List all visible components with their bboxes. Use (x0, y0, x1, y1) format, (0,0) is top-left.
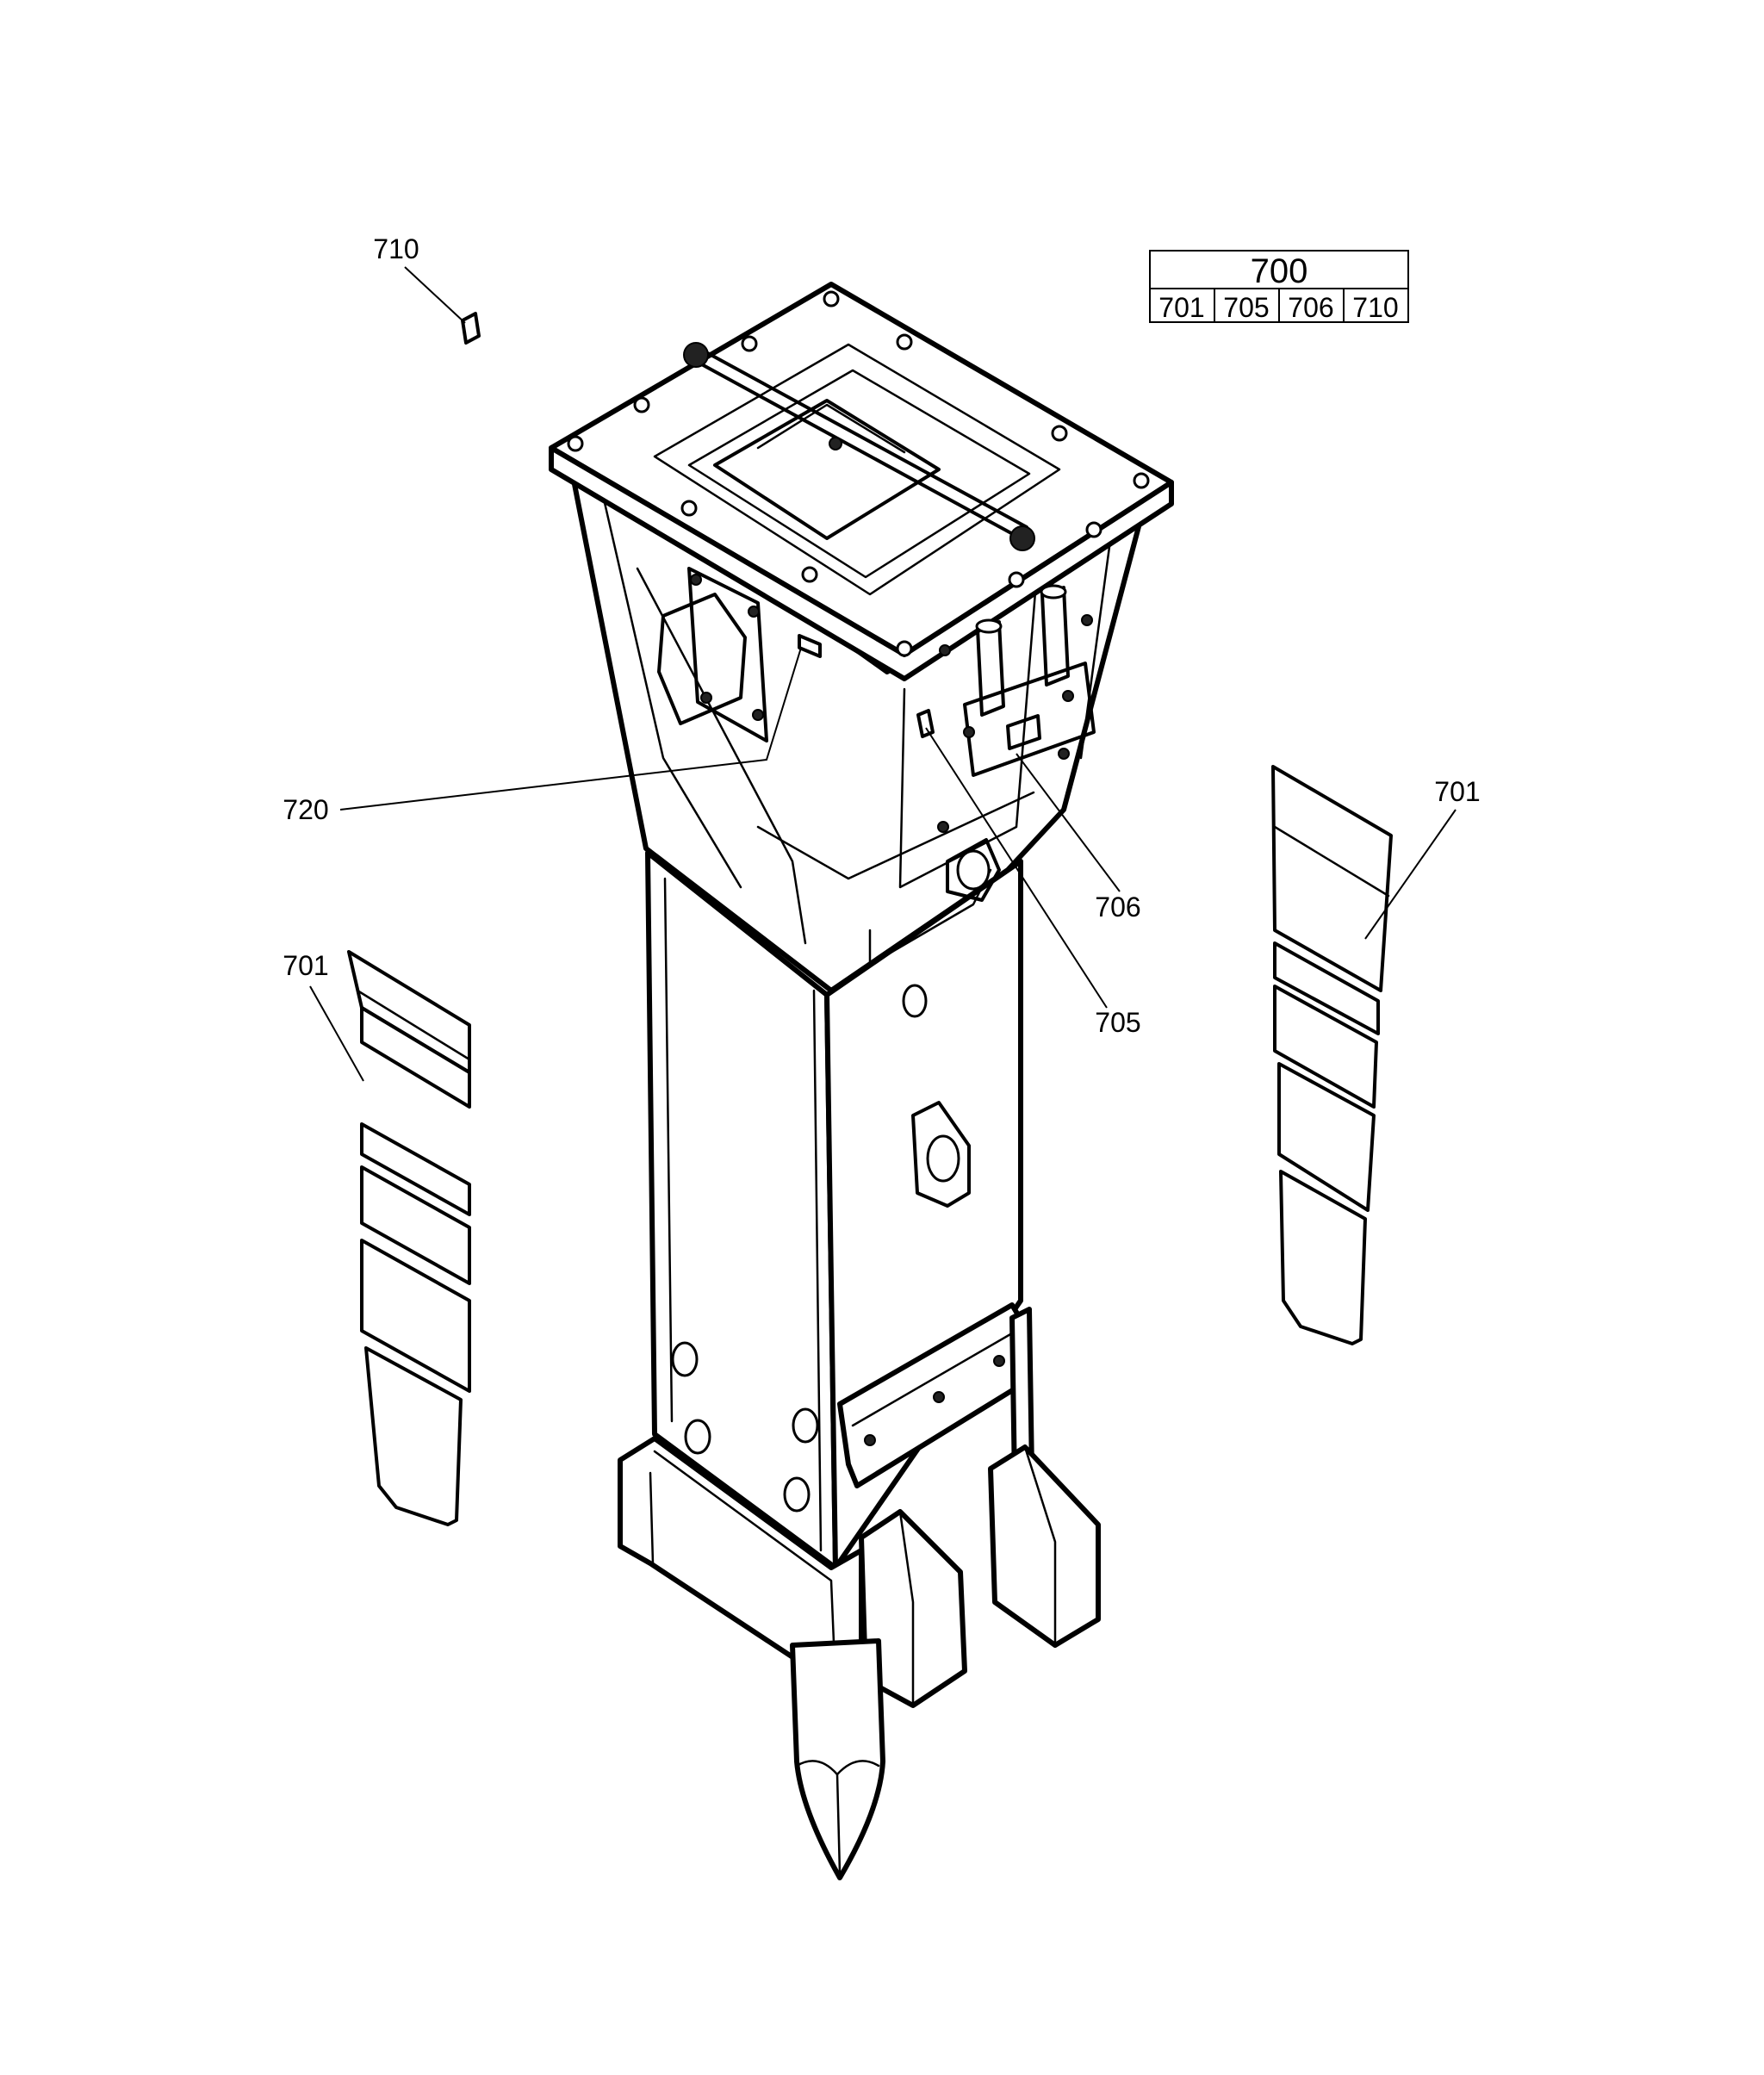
decal-set-701-left (347, 950, 471, 1526)
callout-705: 705 (1095, 1007, 1140, 1038)
kit-part-cell: 710 (1352, 292, 1398, 323)
callout-720: 720 (283, 794, 328, 825)
decal-710 (461, 312, 481, 345)
kit-part-cell: 705 (1223, 292, 1269, 323)
callout-710: 710 (373, 233, 419, 264)
kit-part-cell: 701 (1158, 292, 1204, 323)
decal-set-701-right (1271, 765, 1393, 1345)
kit-number: 700 (1251, 252, 1308, 290)
callout-labels: 710 720 701 701 706 705 (283, 233, 1480, 1038)
callout-701-right: 701 (1434, 776, 1480, 807)
hydraulic-hammer (549, 282, 1174, 1880)
leader-lines (309, 266, 1457, 1082)
kit-table: 700 701 705 706 710 (1149, 250, 1409, 323)
callout-706: 706 (1095, 892, 1140, 923)
kit-part-cell: 706 (1288, 292, 1333, 323)
callout-701-left: 701 (283, 950, 328, 981)
